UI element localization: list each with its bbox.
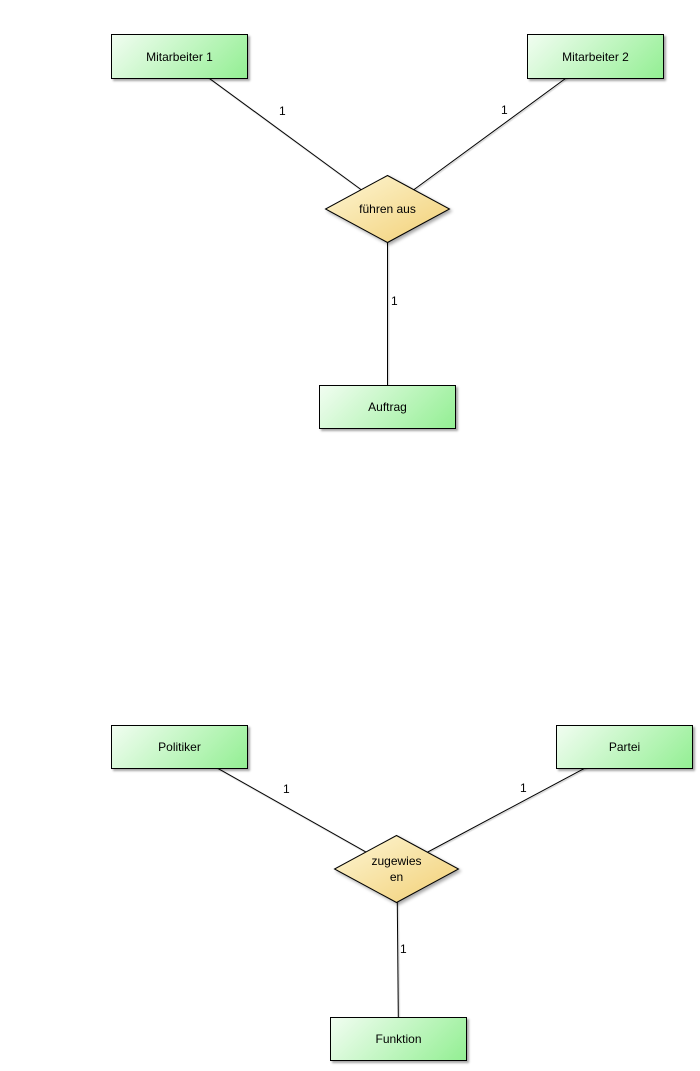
relationship-label-line: zugewies	[371, 854, 422, 868]
cardinality-label: 1	[501, 103, 508, 117]
entity-mitarbeiter-2[interactable]: Mitarbeiter 2	[527, 34, 664, 79]
diamond-shape	[324, 174, 451, 244]
entity-partei[interactable]: Partei	[556, 725, 693, 769]
entity-funktion[interactable]: Funktion	[330, 1017, 467, 1061]
relationship-zugewiesen[interactable]: zugewies en	[333, 834, 460, 904]
entity-label: Mitarbeiter 1	[146, 49, 213, 64]
cardinality-label: 1	[283, 782, 290, 796]
relationship-fuehren-aus[interactable]: führen aus	[324, 174, 451, 244]
entity-label: Partei	[608, 740, 641, 754]
entity-auftrag[interactable]: Auftrag	[319, 385, 456, 429]
connector-mitarbeiter1-fuehren-aus[interactable]	[179, 56, 388, 210]
entity-label: Funktion	[375, 1032, 422, 1046]
relationship-label-line: en	[389, 870, 404, 884]
entity-label: Mitarbeiter 2	[562, 49, 629, 64]
relationship-label-line: führen aus	[359, 202, 416, 216]
entity-mitarbeiter-1[interactable]: Mitarbeiter 1	[111, 34, 248, 79]
entity-politiker[interactable]: Politiker	[111, 725, 248, 769]
cardinality-label: 1	[520, 781, 527, 795]
entity-label: Auftrag	[368, 400, 407, 414]
connector-mitarbeiter2-fuehren-aus[interactable]	[387, 56, 596, 210]
cardinality-label: 1	[391, 294, 398, 308]
cardinality-label: 1	[400, 942, 407, 956]
relationship-label: führen aus	[325, 175, 450, 243]
relationship-label: zugewies en	[334, 835, 459, 903]
cardinality-label: 1	[279, 104, 286, 118]
diamond-shape	[333, 834, 460, 904]
entity-label: Politiker	[158, 740, 201, 754]
